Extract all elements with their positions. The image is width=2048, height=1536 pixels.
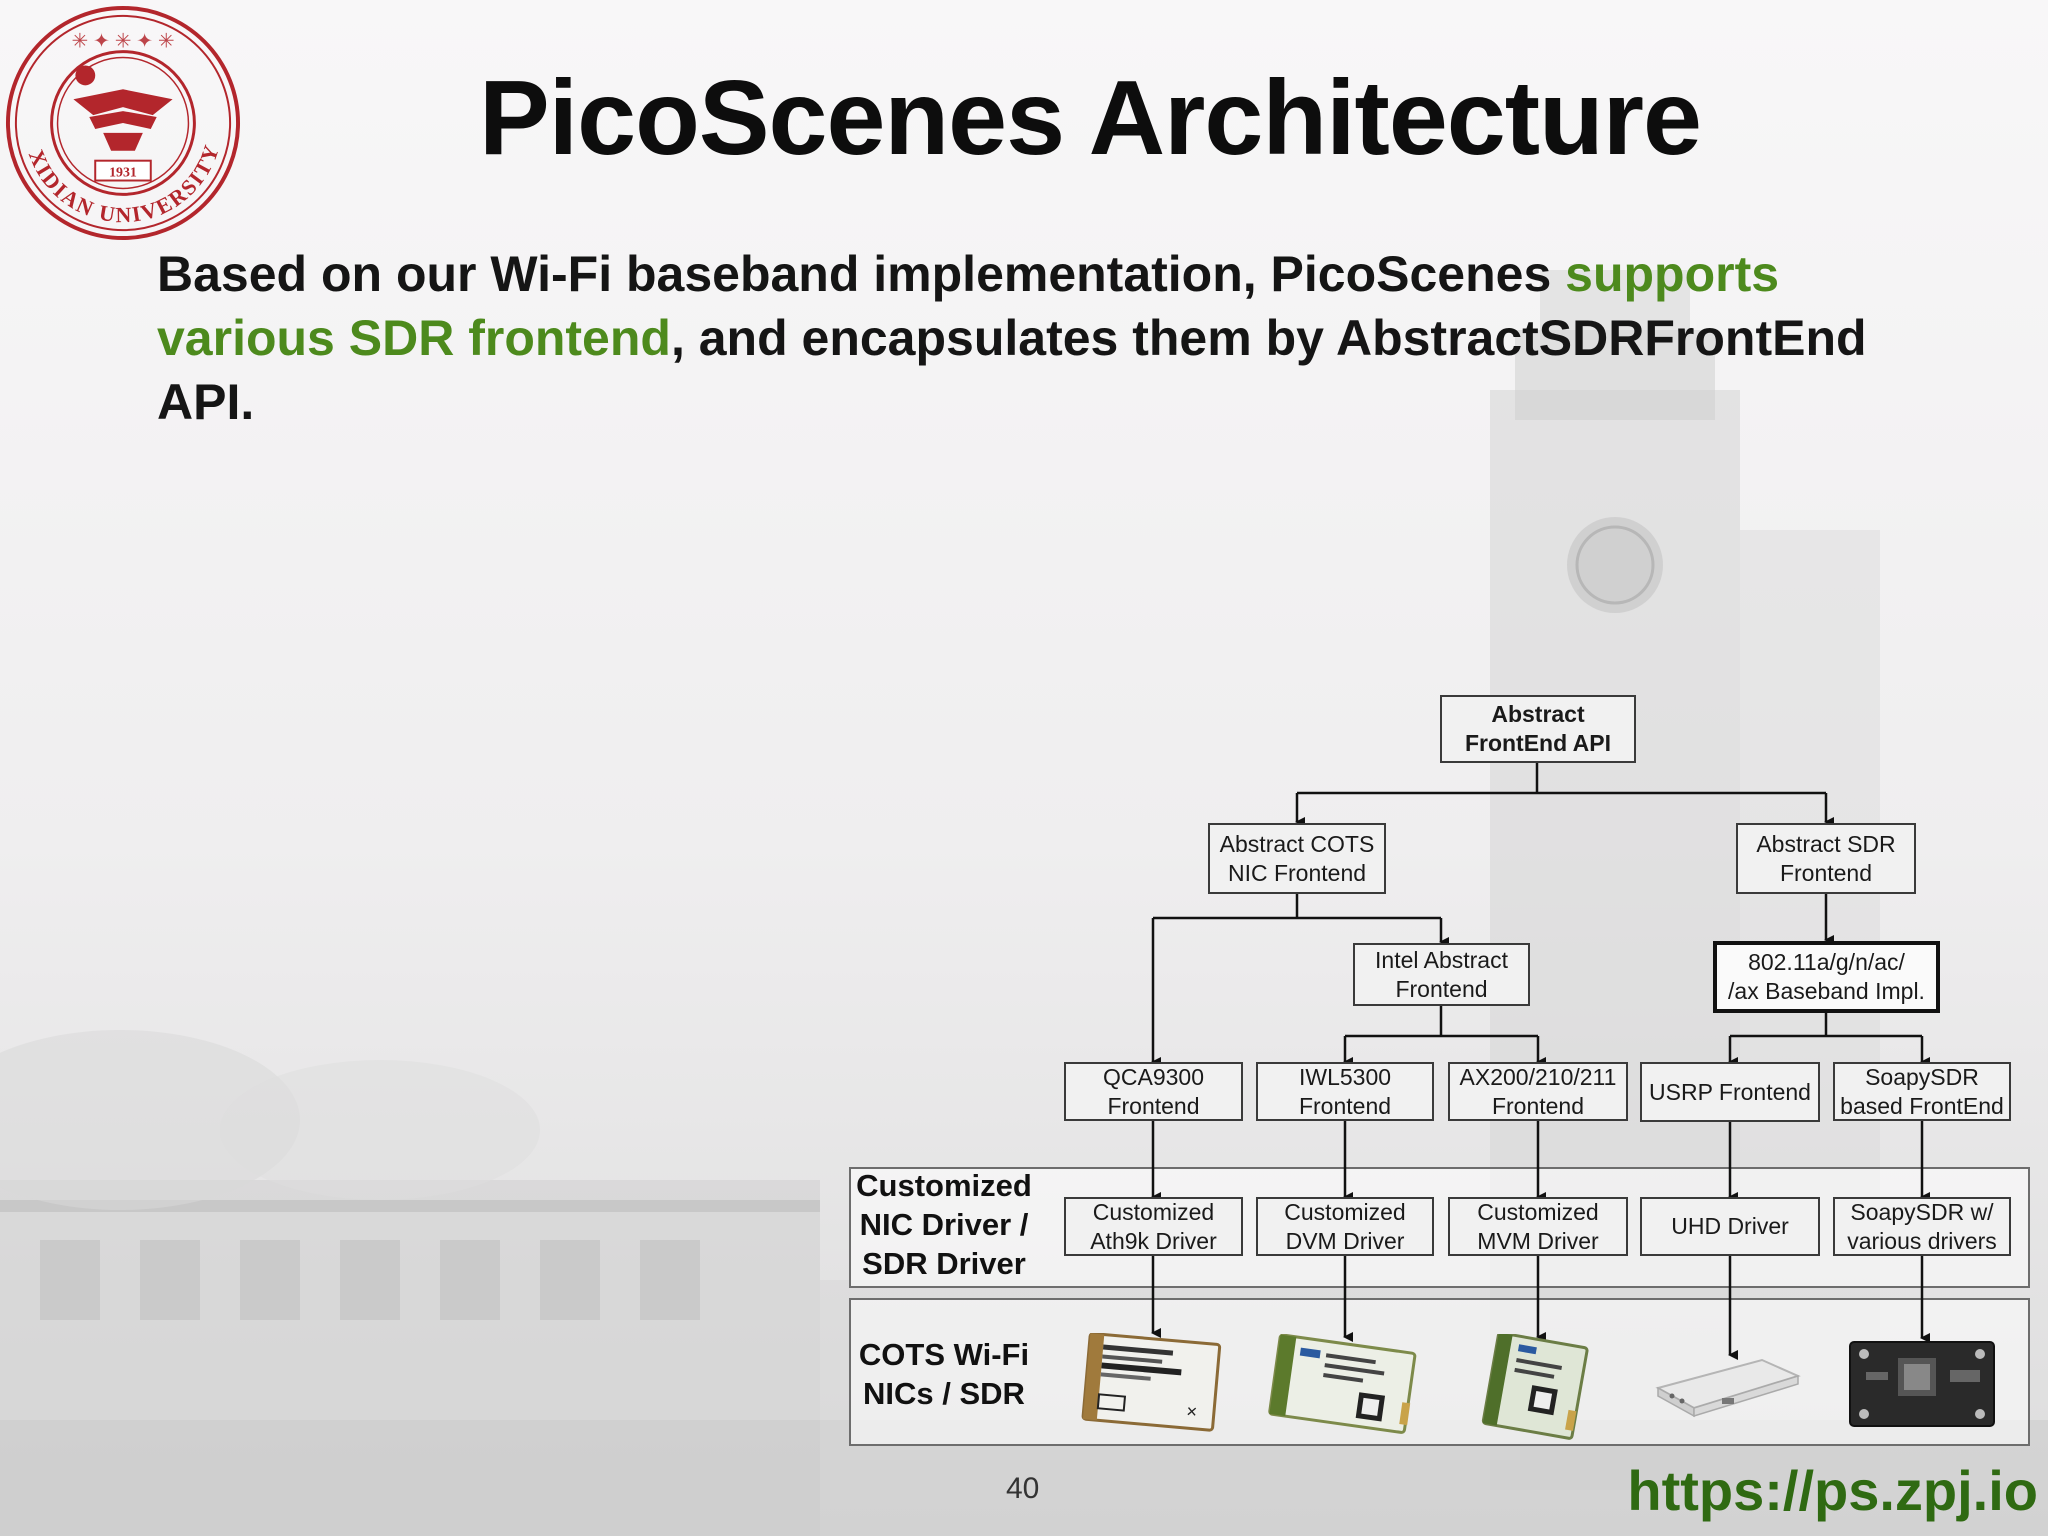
driver-layer-label: Customized NIC Driver / SDR Driver <box>852 1166 1036 1283</box>
ax200-card-icon <box>1481 1334 1589 1440</box>
abstract-cots-line-1: Abstract COTS <box>1219 830 1375 857</box>
baseband-line-1: 802.11a/g/n/ac/ <box>1748 949 1905 975</box>
ax200-frontend-line-1: AX200/210/211 <box>1459 1063 1617 1090</box>
hardware-layer-label-line-2: NICs / SDR <box>863 1376 1025 1411</box>
uhd-driver-box: UHD Driver <box>1640 1197 1820 1256</box>
iwl5300-frontend-line-2: Frontend <box>1298 1092 1392 1119</box>
body-text-part-1: Based on our Wi-Fi baseband implementati… <box>157 246 1566 302</box>
abstract-frontend-api-line-2: FrontEnd API <box>1464 730 1612 756</box>
driver-layer-label-line-3: SDR Driver <box>862 1246 1026 1281</box>
mvm-driver-line-1: Customized <box>1477 1198 1599 1225</box>
soapysdr-driver-line-2: various drivers <box>1847 1227 1997 1254</box>
iwl5300-card-icon <box>1268 1334 1417 1434</box>
intel-abstract-line-2: Frontend <box>1395 975 1488 1002</box>
ath9k-driver-line-2: Ath9k Driver <box>1090 1227 1217 1254</box>
qca9300-card-icon: ✕ <box>1081 1333 1222 1432</box>
hardware-layer-label: COTS Wi-Fi NICs / SDR <box>852 1335 1036 1413</box>
hardware-layer-band <box>849 1298 2030 1446</box>
qca9300-frontend-line-1: QCA9300 <box>1102 1063 1204 1090</box>
soapysdr-driver-box: SoapySDR w/various drivers <box>1833 1197 2011 1256</box>
baseband-impl-box: 802.11a/g/n/ac/ /ax Baseband Impl. <box>1713 941 1940 1013</box>
mvm-driver-line-2: MVM Driver <box>1477 1227 1599 1254</box>
slide-title: PicoScenes Architecture <box>478 59 1702 177</box>
slide-body-text: Based on our Wi-Fi baseband implementati… <box>157 242 1917 434</box>
ax200-frontend-line-2: Frontend <box>1491 1092 1585 1119</box>
xidian-university-logo: XIDIAN UNIVERSITY 1931 ✳ ✦ ✳ ✦ ✳ <box>5 5 241 241</box>
body-text-part-2: , and encapsulates them by AbstractSDRFr… <box>157 310 1867 430</box>
project-url-link[interactable]: https://ps.zpj.io <box>1627 1459 2038 1522</box>
abstract-cots-line-2: NIC Frontend <box>1227 859 1367 886</box>
soapysdr-frontend-line-2: based FrontEnd <box>1840 1092 2004 1119</box>
abstract-frontend-api-line-1: Abstract <box>1491 701 1585 727</box>
abstract-sdr-line-2: Frontend <box>1779 859 1873 886</box>
usrp-frontend-box: USRP Frontend <box>1640 1062 1820 1122</box>
svg-text:1931: 1931 <box>109 166 137 181</box>
ath9k-driver-line-1: Customized <box>1092 1198 1215 1225</box>
body-text-highlight: supports various SDR frontend <box>157 246 1780 366</box>
usrp-frontend-line-1: USRP Frontend <box>1649 1078 1811 1105</box>
uhd-driver-line-1: UHD Driver <box>1671 1213 1789 1239</box>
baseband-line-2: /ax Baseband Impl. <box>1728 978 1925 1004</box>
hardware-layer-label-line-1: COTS Wi-Fi <box>858 1337 1030 1372</box>
soapysdr-board-icon <box>1849 1341 1995 1427</box>
qca9300-frontend-line-2: Frontend <box>1107 1092 1200 1119</box>
intel-abstract-line-1: Intel Abstract <box>1375 946 1508 973</box>
abstract-sdr-line-1: Abstract SDR <box>1756 830 1896 857</box>
iwl5300-frontend-line-1: IWL5300 <box>1298 1063 1392 1090</box>
svg-text:✳ ✦ ✳ ✦ ✳: ✳ ✦ ✳ ✦ ✳ <box>72 31 175 53</box>
soapysdr-driver-line-1: SoapySDR w/ <box>1850 1198 1994 1225</box>
dvm-driver-line-2: DVM Driver <box>1285 1227 1405 1254</box>
driver-layer-label-line-2: NIC Driver / <box>859 1207 1029 1242</box>
page-number: 40 <box>1006 1472 1040 1505</box>
driver-layer-label-line-1: Customized <box>856 1168 1032 1203</box>
svg-text:✕: ✕ <box>1185 1403 1198 1420</box>
usrp-device-icon <box>1655 1358 1801 1418</box>
dvm-driver-line-1: Customized <box>1284 1198 1406 1225</box>
soapysdr-frontend-line-1: SoapySDR <box>1865 1063 1979 1090</box>
